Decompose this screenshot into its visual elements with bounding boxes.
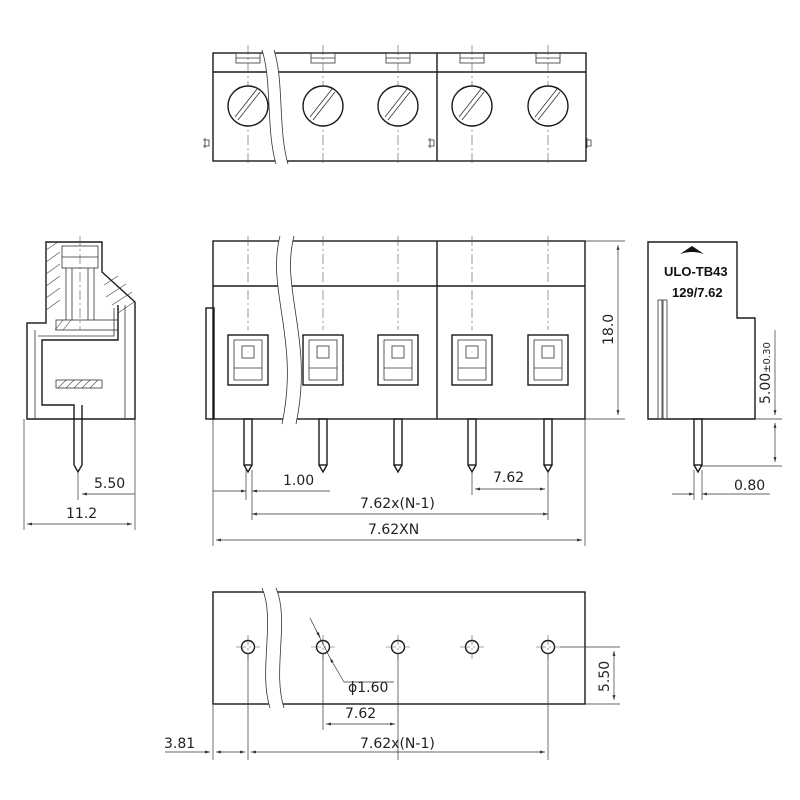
dim-pitch-span-bottom: 7.62x(N-1) — [360, 736, 435, 752]
dim-total-length: 7.62XN — [368, 522, 419, 538]
wire-entry-inner — [233, 339, 263, 381]
pin — [318, 418, 328, 466]
screw-slot — [234, 88, 258, 118]
dim-depth: 11.2 — [66, 506, 97, 522]
top-view — [203, 45, 592, 165]
wire-clamp — [465, 345, 479, 359]
wire-entry-inner — [533, 339, 563, 381]
wire-entry-inner — [383, 339, 413, 381]
pin — [543, 418, 553, 466]
dim-row-offset-bottom: 5.50 — [597, 661, 613, 692]
screw-slot — [461, 91, 485, 121]
wire-entry-window — [302, 334, 344, 386]
dim-edge-offset: 3.81 — [164, 736, 195, 752]
series-label: 129/7.62 — [672, 285, 723, 300]
front-view — [205, 235, 586, 474]
wire-entry-inner — [308, 339, 338, 381]
section-view — [26, 236, 136, 474]
pin — [393, 418, 403, 466]
screw-slot — [309, 88, 333, 118]
logo-icon — [680, 246, 704, 254]
screw-head-icon — [527, 85, 569, 127]
dim-pitch-bottom: 7.62 — [345, 706, 376, 722]
screw-slot — [312, 91, 336, 121]
screw-slot — [458, 88, 482, 118]
pin-tip — [243, 464, 253, 474]
dim-pin-thickness: 1.00 — [283, 473, 314, 489]
wire-clamp — [391, 345, 405, 359]
screw-head-icon — [227, 85, 269, 127]
screw-slot — [534, 88, 558, 118]
wire-clamp — [541, 345, 555, 359]
dim-hole-dia: ϕ1.60 — [348, 680, 388, 696]
screw-slot — [237, 91, 261, 121]
screw-slot — [387, 91, 411, 121]
screw-slot — [537, 91, 561, 121]
dim-pitch: 7.62 — [493, 470, 524, 486]
wire-clamp — [241, 345, 255, 359]
brand-label: ULO-TB43 — [664, 264, 728, 279]
wire-clamp — [316, 345, 330, 359]
side-view: ULO-TB43 129/7.62 — [647, 241, 756, 474]
pin-tip — [393, 464, 403, 474]
dim-pin-offset: 5.00±0.30 — [758, 342, 774, 404]
dimensions: 18.0 5.00±0.30 0.80 11.2 5.50 1.00 7.62 … — [23, 240, 782, 760]
wire-entry-window — [377, 334, 419, 386]
dim-height: 18.0 — [601, 314, 617, 345]
wire-entry-window — [227, 334, 269, 386]
dim-row-offset: 5.50 — [94, 476, 125, 492]
screw-head-icon — [302, 85, 344, 127]
pin-tip — [318, 464, 328, 474]
pin — [243, 418, 253, 466]
screw-head-icon — [377, 85, 419, 127]
screw-slot — [384, 88, 408, 118]
bottom-view — [212, 587, 586, 709]
screw-head-icon — [451, 85, 493, 127]
pin — [467, 418, 477, 466]
wire-entry-inner — [457, 339, 487, 381]
dim-pin-width: 0.80 — [734, 478, 765, 494]
wire-entry-window — [527, 334, 569, 386]
wire-entry-window — [451, 334, 493, 386]
dim-pitch-span: 7.62x(N-1) — [360, 496, 435, 512]
